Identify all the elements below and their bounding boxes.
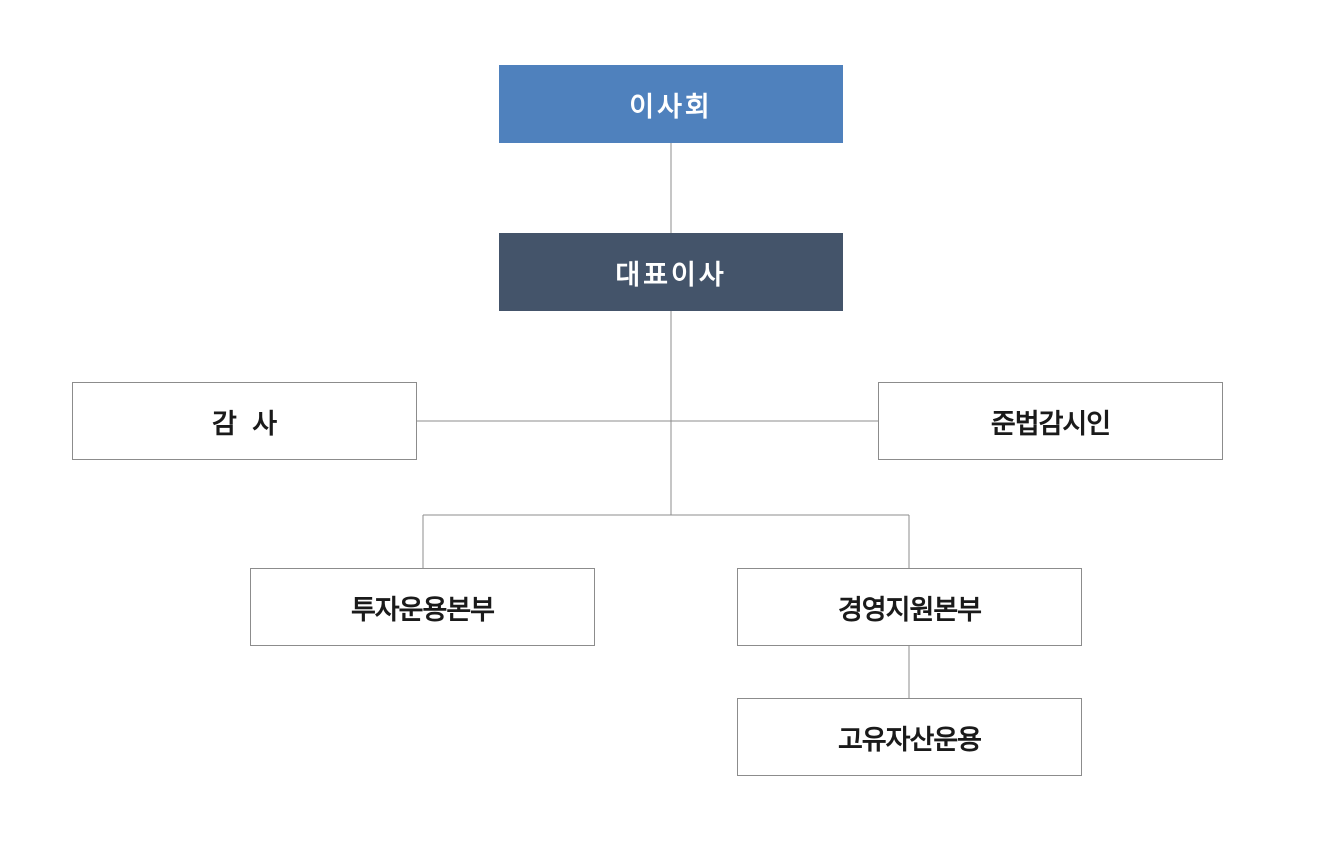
investment-division-label: 투자운용본부 (350, 594, 495, 626)
board-of-directors-label: 이사회 (629, 91, 713, 123)
compliance-officer-label: 준법감시인 (990, 408, 1111, 440)
auditor-label: 감 사 (211, 408, 278, 440)
investment-division-box: 투자운용본부 (250, 568, 595, 646)
auditor-box: 감 사 (72, 382, 417, 460)
management-support-division-label: 경영지원본부 (837, 594, 982, 626)
ceo-box: 대표이사 (499, 233, 843, 311)
proprietary-asset-management-label: 고유자산운용 (837, 724, 982, 756)
management-support-division-box: 경영지원본부 (737, 568, 1082, 646)
compliance-officer-box: 준법감시인 (878, 382, 1223, 460)
board-of-directors-box: 이사회 (499, 65, 843, 143)
proprietary-asset-management-box: 고유자산운용 (737, 698, 1082, 776)
ceo-label: 대표이사 (615, 259, 727, 291)
